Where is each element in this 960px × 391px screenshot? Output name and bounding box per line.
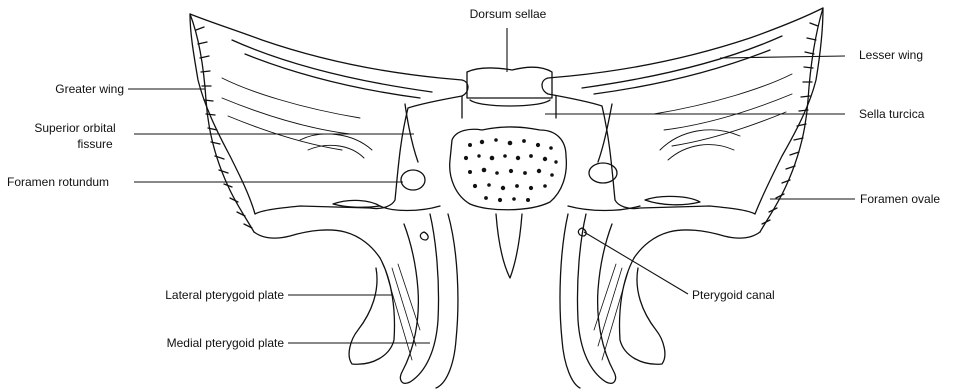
leader-lesser-wing [720, 56, 845, 58]
label-foramen-ovale: Foramen ovale [860, 192, 940, 206]
right-wing-outline [542, 8, 823, 214]
label-lesser-wing: Lesser wing [859, 48, 923, 62]
right-lateral-pterygoid-plate [620, 258, 665, 364]
label-superior-orbital-fissure-line2: fissure [40, 137, 150, 151]
label-superior-orbital-fissure-line1: Superior orbital [20, 121, 130, 135]
leader-pterygoid-canal [584, 232, 688, 294]
label-pterygoid-canal: Pterygoid canal [692, 288, 775, 302]
label-foramen-rotundum: Foramen rotundum [7, 175, 109, 189]
label-dorsum-sellae: Dorsum sellae [456, 7, 560, 21]
left-lateral-pterygoid-plate [349, 258, 394, 364]
left-foramen-rotundum [401, 170, 425, 190]
sella-turcica-body [450, 127, 567, 210]
rostrum [496, 214, 522, 278]
dorsum-sellae-shape [467, 67, 552, 98]
label-greater-wing: Greater wing [20, 82, 124, 96]
label-sella-turcica: Sella turcica [859, 107, 924, 121]
left-wing-outline [190, 14, 468, 214]
label-lateral-pterygoid-plate: Lateral pterygoid plate [120, 288, 284, 302]
label-medial-pterygoid-plate: Medial pterygoid plate [120, 336, 284, 350]
